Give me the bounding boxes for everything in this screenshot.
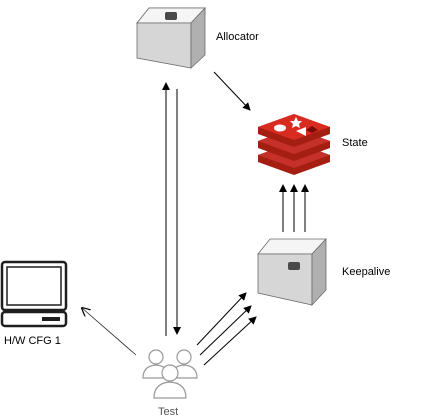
- node-hw-cfg-label: H/W CFG 1: [4, 335, 61, 347]
- edge-test-to-keepalive-1: [196, 292, 247, 346]
- node-keepalive[interactable]: Keepalive: [257, 237, 390, 307]
- redis-stack-icon: [258, 114, 330, 175]
- node-allocator[interactable]: Allocator: [136, 6, 259, 69]
- edge-test-to-keepalive-3: [203, 316, 257, 366]
- users-group-icon: [142, 349, 198, 399]
- node-test-label: Test: [158, 406, 178, 418]
- node-allocator-label: Allocator: [216, 31, 259, 43]
- edge-allocator-to-state: [213, 71, 251, 111]
- node-state[interactable]: State: [258, 114, 368, 175]
- edge-test-to-hw-cfg: [82, 308, 137, 356]
- computer-terminal-icon: [0, 260, 68, 328]
- server-cube-icon: [257, 237, 327, 307]
- edges: [82, 71, 309, 366]
- node-hw-cfg[interactable]: H/W CFG 1: [0, 260, 68, 347]
- server-cube-icon: [136, 6, 206, 69]
- edge-test-to-keepalive-2: [199, 305, 252, 356]
- node-state-label: State: [342, 137, 368, 149]
- node-keepalive-label: Keepalive: [342, 266, 390, 278]
- node-test[interactable]: Test: [142, 349, 198, 418]
